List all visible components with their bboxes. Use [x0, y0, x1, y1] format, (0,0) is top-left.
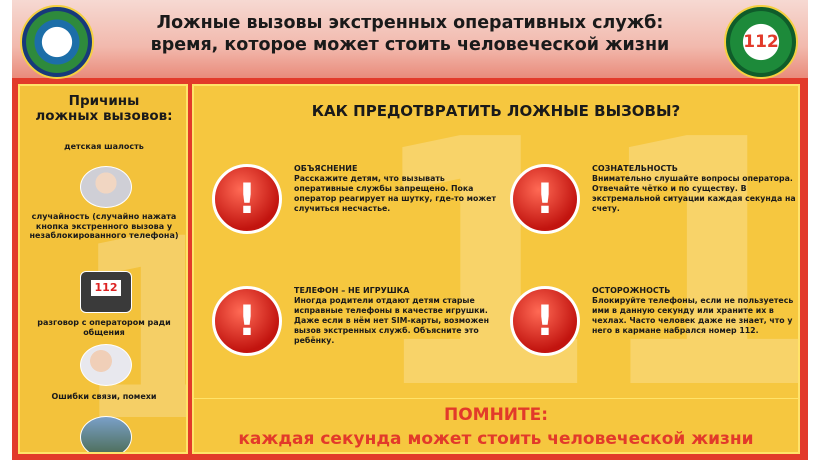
left-emblem-icon	[20, 5, 94, 79]
warning-icon: !	[212, 286, 282, 356]
warning-icon: !	[510, 164, 580, 234]
cause-accident: случайность (случайно нажата кнопка экст…	[29, 212, 179, 240]
title-line-1: Ложные вызовы экстренных оперативных слу…	[156, 13, 664, 33]
causes-panel: 112 Причины ложных вызовов: детская шало…	[18, 84, 188, 454]
cause-connection-errors: Ошибки связи, помехи	[51, 392, 157, 401]
tip-body: Внимательно слушайте вопросы оператора. …	[592, 174, 796, 213]
tip-head: СОЗНАТЕЛЬНОСТЬ	[592, 164, 678, 173]
title-line-2: время, которое может стоить человеческой…	[150, 35, 670, 55]
right-emblem-icon: 112	[724, 5, 798, 79]
right-emblem-number: 112	[743, 32, 779, 52]
storm-photo-icon	[80, 416, 132, 452]
poster: Ложные вызовы экстренных оперативных слу…	[12, 0, 808, 460]
sidebar-background-number: 112	[70, 206, 186, 453]
prevention-title: КАК ПРЕДОТВРАТИТЬ ЛОЖНЫЕ ВЫЗОВЫ?	[311, 102, 681, 120]
operator-photo-icon	[80, 344, 132, 386]
remember-banner: ПОМНИТЕ: каждая секунда может стоить чел…	[194, 398, 798, 452]
causes-title-line-2: ложных вызовов:	[35, 108, 173, 124]
tip-head: ТЕЛЕФОН – НЕ ИГРУШКА	[294, 286, 410, 295]
tip-head: ОСТОРОЖНОСТЬ	[592, 286, 671, 295]
prevention-panel: 112 КАК ПРЕДОТВРАТИТЬ ЛОЖНЫЕ ВЫЗОВЫ? ! О…	[192, 84, 800, 454]
remember-text: каждая секунда может стоить человеческой…	[238, 429, 754, 449]
child-photo-icon	[80, 166, 132, 208]
causes-title-line-1: Причины	[68, 93, 140, 109]
remember-heading: ПОМНИТЕ:	[443, 405, 549, 425]
tip-body: Иногда родители отдают детям старые испр…	[294, 296, 489, 345]
warning-icon: !	[212, 164, 282, 234]
tip-head: ОБЪЯСНЕНИЕ	[294, 164, 358, 173]
thumb-112-label: 112	[91, 280, 121, 296]
warning-icon: !	[510, 286, 580, 356]
causes-title: Причины ложных вызовов:	[24, 94, 184, 124]
phone-112-photo-icon: 112	[80, 271, 132, 313]
header: Ложные вызовы экстренных оперативных слу…	[12, 0, 808, 79]
tip-body: Блокируйте телефоны, если не пользуетесь…	[592, 296, 794, 335]
main-background-number: 112	[364, 84, 800, 454]
tip-body: Расскажите детям, что вызывать оперативн…	[294, 174, 496, 213]
cause-chat: разговор с оператором ради общения	[37, 318, 171, 337]
page-title: Ложные вызовы экстренных оперативных слу…	[112, 12, 708, 56]
cause-prank: детская шалость	[64, 142, 144, 151]
